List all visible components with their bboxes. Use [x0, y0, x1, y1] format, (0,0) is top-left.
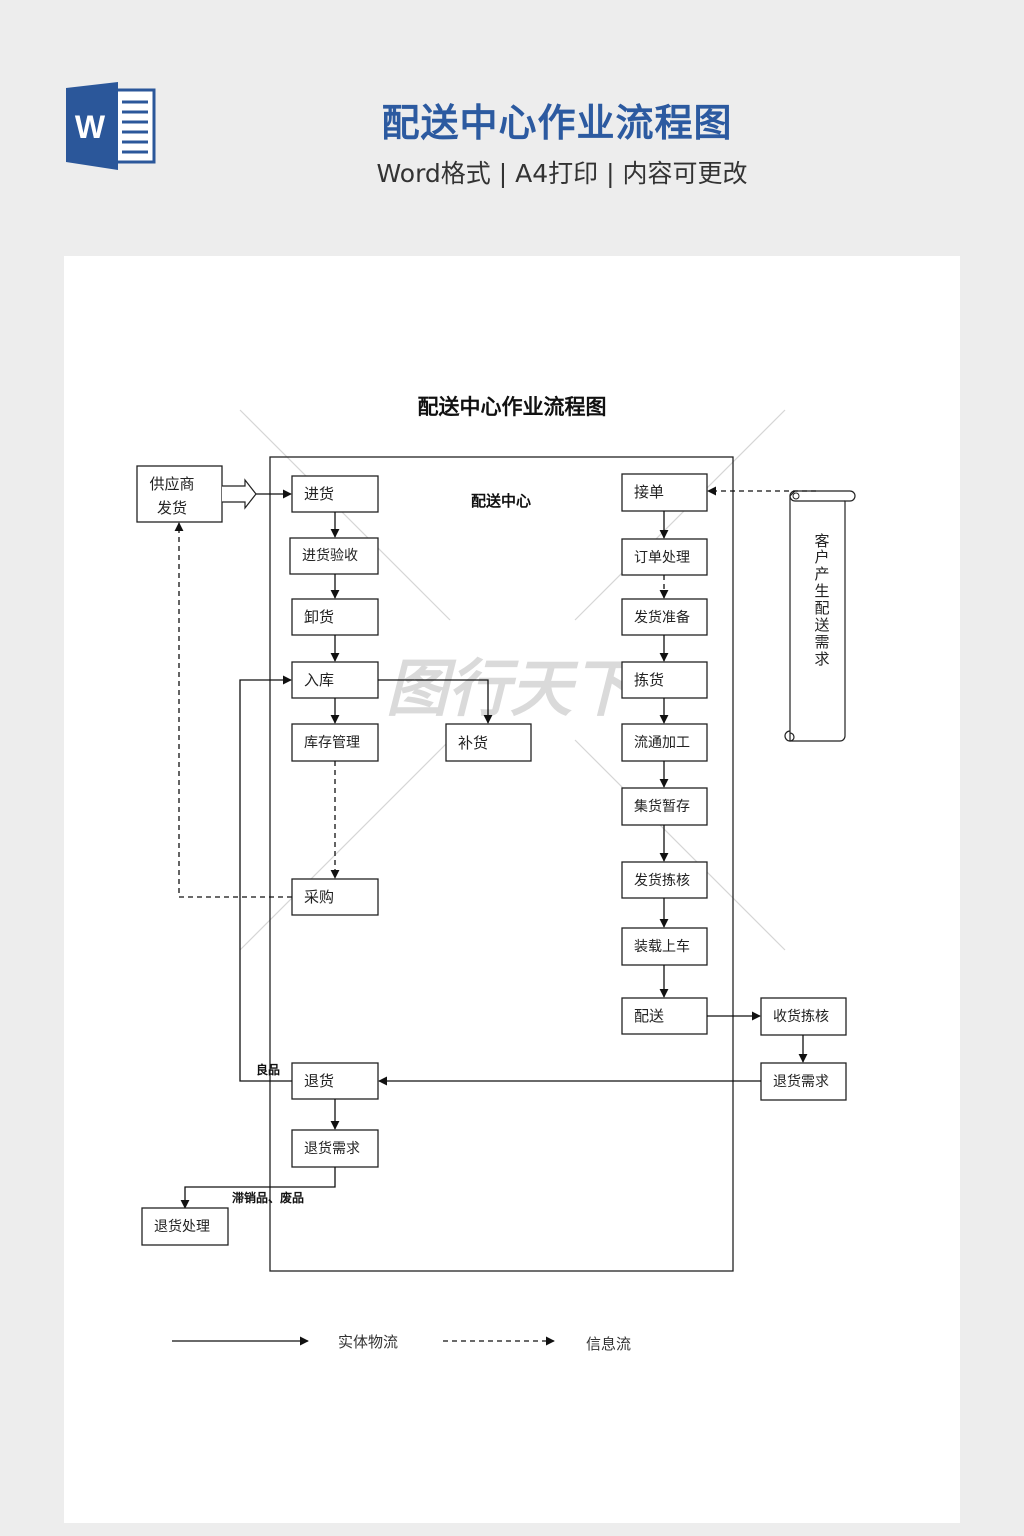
svg-text:收货拣核: 收货拣核	[773, 1008, 829, 1025]
flow-arrow	[378, 679, 493, 724]
svg-text:户: 户	[814, 548, 829, 566]
legend-info-flow: 信息流	[586, 1335, 631, 1353]
svg-text:入库: 入库	[304, 671, 334, 689]
document-title: 配送中心作业流程图	[418, 394, 607, 419]
svg-text:发货准备: 发货准备	[634, 609, 690, 626]
svg-text:接单: 接单	[634, 483, 664, 501]
node-staging[interactable]: 集货暂存	[621, 787, 708, 826]
svg-text:流通加工: 流通加工	[634, 735, 690, 751]
svg-text:W: W	[75, 109, 106, 145]
legend: 实体物流 信息流	[172, 1333, 631, 1353]
svg-text:送: 送	[814, 616, 829, 634]
node-returns[interactable]: 退货	[291, 1062, 379, 1100]
slow-waste-label: 滞销品、废品	[232, 1190, 304, 1205]
node-unloading[interactable]: 卸货	[291, 598, 379, 636]
watermark-text: 图行天下	[386, 652, 644, 725]
node-shipping-check[interactable]: 发货拣核	[621, 861, 708, 899]
node-order-processing[interactable]: 订单处理	[621, 538, 708, 576]
node-return-processing[interactable]: 退货处理	[141, 1207, 229, 1246]
svg-text:发货拣核: 发货拣核	[634, 872, 690, 889]
svg-text:装载上车: 装载上车	[634, 938, 690, 955]
node-picking[interactable]: 拣货	[621, 661, 708, 699]
node-warehousing[interactable]: 入库	[291, 661, 379, 699]
node-return-request[interactable]: 退货需求	[291, 1129, 379, 1168]
svg-text:库存管理: 库存管理	[304, 735, 360, 751]
svg-text:拣货: 拣货	[634, 671, 664, 689]
node-incoming[interactable]: 进货	[291, 475, 379, 513]
svg-text:进货: 进货	[304, 485, 334, 503]
svg-text:供应商: 供应商	[149, 475, 194, 493]
node-inventory-management[interactable]: 库存管理	[291, 723, 379, 762]
svg-text:发货: 发货	[157, 499, 187, 517]
banner-subtitle: Word格式 | A4打印 | 内容可更改	[376, 159, 748, 188]
distribution-center-label: 配送中心	[471, 492, 531, 510]
node-purchasing[interactable]: 采购	[291, 878, 379, 916]
node-loading[interactable]: 装载上车	[621, 927, 708, 966]
hollow-arrow-icon	[222, 478, 257, 510]
node-processing[interactable]: 流通加工	[621, 723, 708, 762]
legend-physical-flow: 实体物流	[338, 1333, 398, 1351]
node-receive-check[interactable]: 收货拣核	[760, 997, 847, 1036]
good-goods-label: 良品	[256, 1062, 280, 1077]
svg-text:配: 配	[814, 599, 829, 617]
svg-text:退货需求: 退货需求	[773, 1073, 829, 1090]
banner-title: 配送中心作业流程图	[381, 101, 733, 145]
svg-text:产: 产	[814, 565, 829, 583]
distribution-center-boundary	[269, 456, 734, 1272]
word-document-icon: W	[66, 82, 156, 170]
svg-text:退货需求: 退货需求	[304, 1140, 360, 1157]
node-order-receipt[interactable]: 接单	[621, 473, 708, 512]
node-customer-demand-scroll[interactable]: 客 户 产 生 配 送 需 求	[784, 490, 856, 742]
svg-text:采购: 采购	[304, 888, 334, 906]
svg-text:卸货: 卸货	[304, 608, 334, 626]
svg-text:订单处理: 订单处理	[634, 550, 690, 566]
svg-text:求: 求	[814, 650, 829, 668]
flow-arrow	[180, 1167, 336, 1209]
svg-text:补货: 补货	[458, 734, 488, 752]
info-arrow	[174, 522, 292, 898]
svg-text:退货: 退货	[304, 1072, 334, 1090]
svg-text:集货暂存: 集货暂存	[634, 798, 690, 815]
svg-text:生: 生	[814, 582, 829, 600]
svg-text:客: 客	[814, 532, 829, 550]
node-supplier[interactable]: 供应商 发货	[136, 465, 223, 523]
node-replenishment[interactable]: 补货	[445, 723, 532, 762]
node-delivery[interactable]: 配送	[621, 997, 708, 1035]
watermark: 图行天下	[239, 409, 786, 951]
node-incoming-inspection[interactable]: 进货验收	[289, 537, 379, 575]
node-shipping-prep[interactable]: 发货准备	[621, 598, 708, 636]
svg-text:需: 需	[814, 633, 829, 651]
svg-text:配送: 配送	[634, 1007, 664, 1025]
svg-text:进货验收: 进货验收	[302, 547, 358, 564]
node-customer-return-request[interactable]: 退货需求	[760, 1062, 847, 1101]
svg-text:退货处理: 退货处理	[154, 1218, 210, 1235]
flow-arrow	[239, 675, 292, 1082]
